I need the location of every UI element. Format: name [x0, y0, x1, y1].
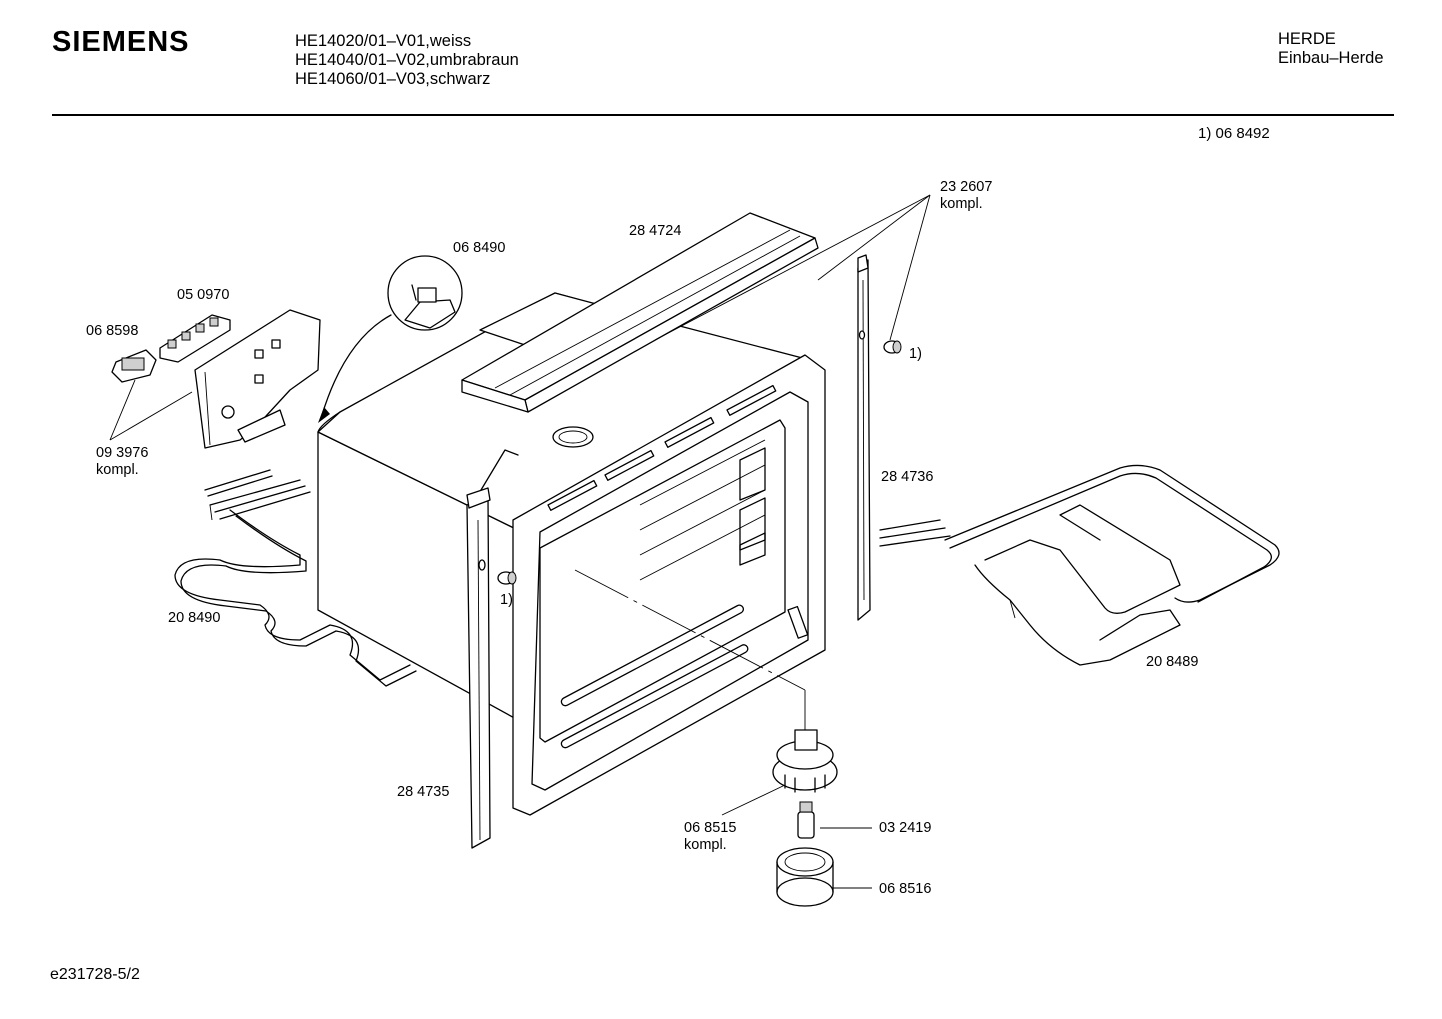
label-068598: 06 8598 — [86, 323, 139, 339]
lamp-cover-068516 — [776, 847, 834, 907]
footnote-reference: 1) 06 8492 — [1198, 125, 1270, 142]
label-ref-left: 1) — [500, 592, 513, 608]
upper-heating-element-208489 — [879, 464, 1280, 666]
left-rail-284735 — [466, 487, 491, 849]
label-068515-number: 06 8515 — [684, 820, 737, 836]
label-232607: 23 2607 kompl. — [940, 179, 992, 213]
category-block: HERDE Einbau–Herde — [1278, 30, 1384, 68]
model-line-2: HE14040/01–V02,umbrabraun — [295, 51, 519, 69]
oven-front-frame — [512, 354, 826, 816]
mounting-bracket — [194, 309, 321, 449]
terminal-block-050970 — [159, 314, 231, 363]
label-068490: 06 8490 — [453, 240, 506, 256]
top-rail-284724 — [461, 212, 819, 413]
header-divider — [52, 114, 1394, 116]
category-subtitle: Einbau–Herde — [1278, 49, 1384, 67]
label-ref-right: 1) — [909, 346, 922, 362]
leader-lines — [109, 194, 931, 889]
brand-logo: SIEMENS — [52, 26, 190, 58]
label-284736: 28 4736 — [881, 469, 934, 485]
label-032419: 03 2419 — [879, 820, 932, 836]
right-rail-284736 — [857, 254, 871, 621]
label-068515: 06 8515 kompl. — [684, 820, 736, 854]
lamp-bulb-032419 — [797, 801, 815, 839]
category-title: HERDE — [1278, 30, 1336, 48]
lamp-assembly-068515 — [772, 729, 838, 793]
oven-housing — [317, 292, 821, 721]
label-093976-sub: kompl. — [96, 462, 139, 478]
label-232607-number: 23 2607 — [940, 179, 993, 195]
label-068516: 06 8516 — [879, 881, 932, 897]
drawing-id: e231728-5/2 — [50, 966, 140, 983]
model-line-1: HE14020/01–V01,weiss — [295, 32, 472, 50]
connector-068598 — [111, 349, 157, 383]
fastener-left — [497, 571, 517, 585]
label-284724: 28 4724 — [629, 223, 682, 239]
label-093976: 09 3976 kompl. — [96, 445, 148, 479]
model-line-3: HE14060/01–V03,schwarz — [295, 70, 491, 88]
label-050970: 05 0970 — [177, 287, 230, 303]
thermostat-068490 — [318, 255, 463, 423]
label-208490: 20 8490 — [168, 610, 221, 626]
lower-heating-element-208490 — [174, 469, 417, 687]
label-068515-sub: kompl. — [684, 837, 727, 853]
label-093976-number: 09 3976 — [96, 445, 149, 461]
label-232607-sub: kompl. — [940, 196, 983, 212]
model-list: HE14020/01–V01,weiss HE14040/01–V02,umbr… — [295, 32, 519, 89]
label-208489: 20 8489 — [1146, 654, 1199, 670]
label-284735: 28 4735 — [397, 784, 450, 800]
fastener-right — [883, 340, 902, 354]
